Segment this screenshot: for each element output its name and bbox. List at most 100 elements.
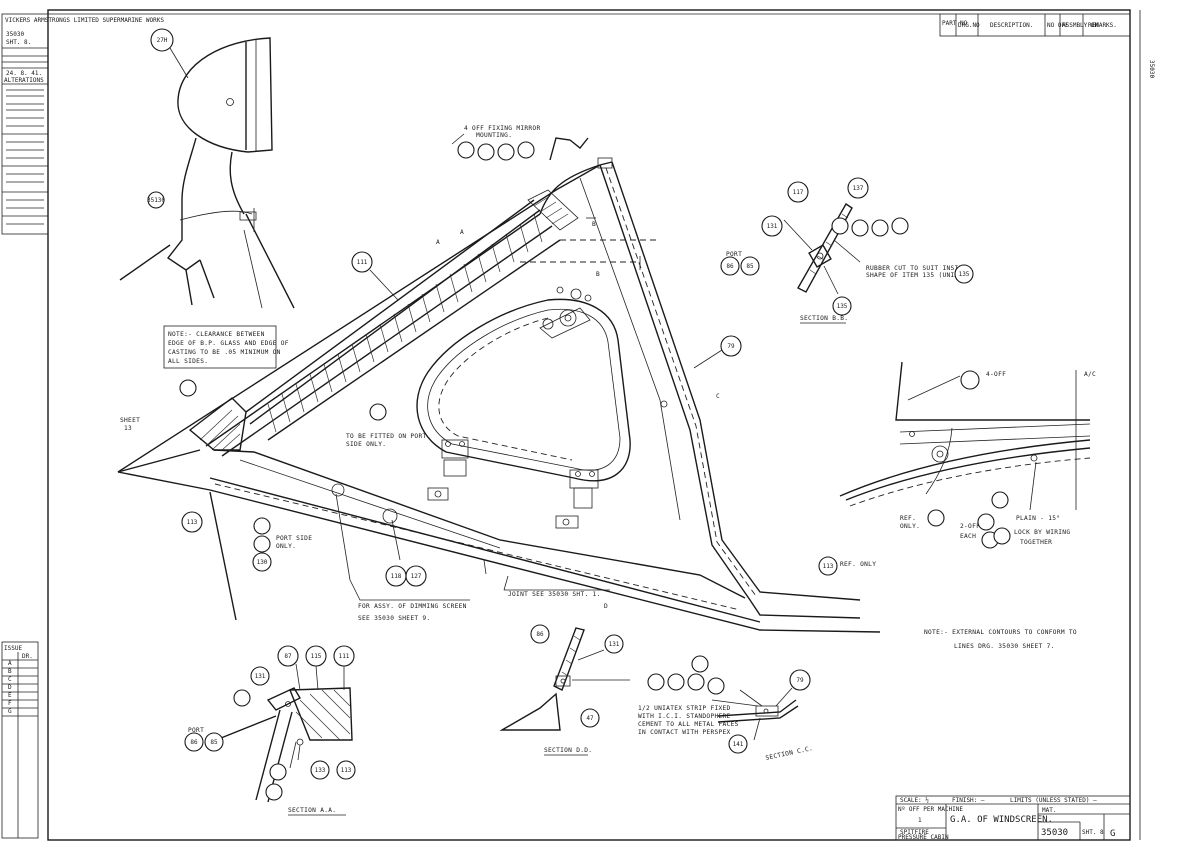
section-cc-small-view [711,689,799,741]
balloon: 47 [580,708,600,728]
note-sheet-ref: SHEET [120,417,140,424]
note-lock-wiring: TOGETHER [1020,539,1052,546]
note-lock-wiring: LOCK BY WIRING [1014,529,1070,536]
issue-letter: A [8,660,12,667]
note-dimming-screen: SEE 35030 SHEET 9. [358,615,430,622]
note-external-contours: NOTE:- EXTERNAL CONTOURS TO CONFORM TO [924,629,1077,636]
balloon: 79 [720,335,742,357]
note-port-2: PORT [188,727,204,734]
company-name: VICKERS ARMSTRONGS LIMITED SUPERMARINE W… [5,17,164,24]
section-aa-hatch [295,689,351,741]
svg-text:111: 111 [339,653,350,660]
section-cc-title: SECTION C.C. [765,745,814,762]
svg-text:117: 117 [793,189,804,196]
balloon: 135 [954,264,974,284]
col-drg-no: DRG.NO [958,22,980,29]
section-mark-b: B [592,221,596,228]
note-fitted-port: SIDE ONLY. [346,441,386,448]
section-dd-view [499,627,630,731]
strip-date: 24. 8. 41. [6,70,42,77]
svg-text:113: 113 [341,767,352,774]
svg-text:113: 113 [187,519,198,526]
scale-label: SCALE: ½ [900,797,929,804]
svg-text:131: 131 [767,223,778,230]
note-clearance-box: NOTE:- CLEARANCE BETWEEN EDGE OF B.P. GL… [163,325,289,369]
section-bb-title: SECTION B.B. [800,315,848,322]
note-plain: PLAIN - 15° [1016,514,1060,522]
balloon: 131 [761,215,783,237]
note-clearance-line: EDGE OF B.P. GLASS AND EDGE OF [168,340,289,347]
left-strip: VICKERS ARMSTRONGS LIMITED SUPERMARINE W… [1,13,164,839]
balloon: 118 [385,565,407,587]
balloon: 111 [351,251,373,273]
svg-text:86: 86 [536,631,544,638]
issue-col-dr: DR. [22,653,33,660]
strip-sheet: SHT. 8. [6,39,31,46]
right-strip: 35030 [1139,10,1155,840]
balloon: 79 [789,669,811,691]
strip-drg-number: 35030 [6,31,24,38]
balloon: 131 [604,634,624,654]
section-mark-ac: A/C [1084,371,1096,378]
svg-text:133: 133 [315,767,326,774]
note-ref-only-2: ONLY. [900,523,920,530]
balloon: 141 [728,734,748,754]
svg-text:87: 87 [284,653,292,660]
svg-text:86: 86 [726,263,734,270]
window-hinge-right [555,469,599,529]
svg-text:27H: 27H [157,37,168,44]
svg-text:85: 85 [746,263,754,270]
section-dd-title: SECTION D.D. [544,747,592,754]
balloon: 86 [184,732,204,752]
balloon: 113 [818,556,838,576]
issue-letter: G [8,708,12,715]
section-mark-a: A [460,229,464,236]
mirror-head-view [119,37,295,309]
note-clearance-line: NOTE:- CLEARANCE BETWEEN [168,331,265,338]
finish-label: FINISH: – [952,797,985,804]
note-rubber: RUBBER CUT TO SUIT INSIDE [866,265,967,272]
svg-text:141: 141 [733,741,744,748]
balloon: 135 [832,296,852,316]
svg-text:79: 79 [727,343,735,350]
note-fixing-mirror: 4 OFF FIXING MIRROR [464,125,540,132]
section-mark-b: B [596,271,600,278]
title-block: SCALE: ½ FINISH: – LIMITS (UNLESS STATED… [895,795,1131,841]
balloon: 113 [336,760,356,780]
balloon: 113 [181,511,203,533]
issue-letter-big: G [1110,829,1115,839]
balloon: 35130 [147,191,165,209]
glass-frame-hatching [267,213,543,433]
note-external-contours: LINES DRG. 35030 SHEET 7. [954,643,1055,650]
balloon: 27H [150,28,174,52]
svg-text:130: 130 [257,559,268,566]
note-sheet-ref: 13 [124,425,132,432]
mat-label: MAT. [1042,807,1056,814]
svg-text:85: 85 [210,739,218,746]
balloon: 86 [530,624,550,644]
no-off-per-machine: Nº OFF PER MACHINE [898,806,963,813]
balloon: 115 [305,645,327,667]
note-clearance-line: ALL SIDES. [168,358,208,365]
balloon: 133 [310,760,330,780]
issue-rows: A B C D E F G [8,660,12,715]
limits-label: LIMITS (UNLESS STATED) – [1010,797,1097,804]
note-rubber: SHAPE OF ITEM 135 (UNIATEX) [866,272,975,279]
note-ref-only-2: REF. [900,515,916,522]
balloon: 111 [333,645,355,667]
balloon: 131 [250,666,270,686]
title-sheet: SHT. 8 [1082,829,1104,836]
balloon: 85 [204,732,224,752]
main-windscreen-view [117,137,881,633]
alterations-header: ALTERATIONS [4,77,44,84]
issue-letter: D [8,684,12,691]
drawing-title: G.A. OF WINDSCREEN. [950,815,1053,825]
note-two-off-each: 2-OFF [960,523,980,530]
balloon: 87 [277,645,299,667]
issue-letter: F [8,700,12,707]
balloon: 85 [740,256,760,276]
section-bb-view [783,203,861,295]
issue-letter: E [8,692,12,699]
part-balloons: 111 27H 35130 79 117 137 131 86 85 135 1… [147,28,974,780]
